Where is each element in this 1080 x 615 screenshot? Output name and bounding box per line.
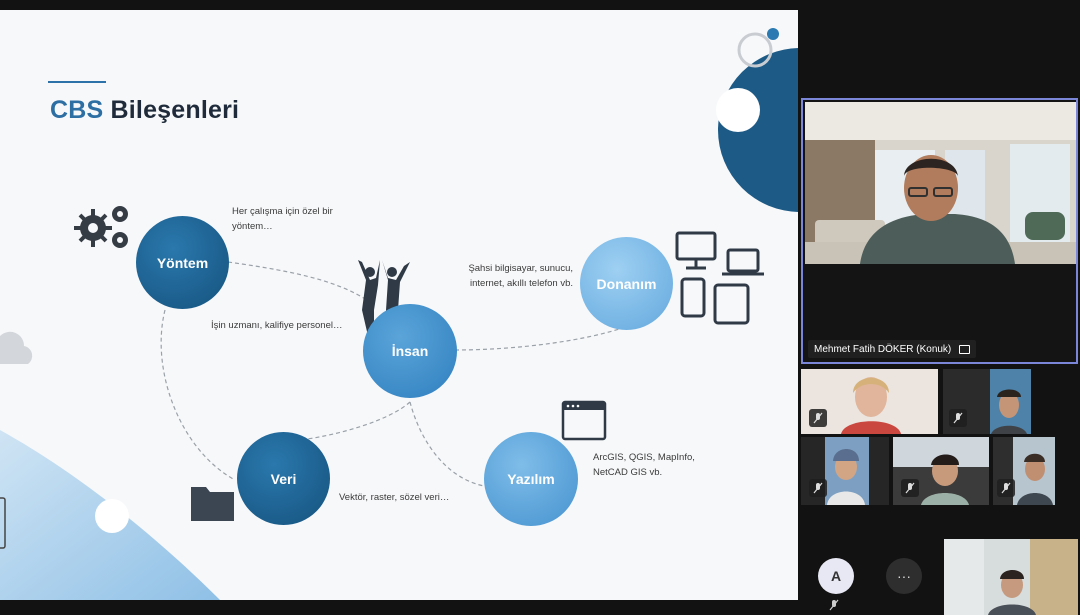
mic-muted-icon <box>997 479 1015 497</box>
node-yontem: Yöntem <box>136 216 229 309</box>
shared-slide: CBS Bileşenleri Yöntem İnsan Donanım Ver… <box>0 10 798 600</box>
mic-muted-icon <box>901 479 919 497</box>
node-donanim-label: Donanım <box>596 275 657 292</box>
participant-video-5 <box>993 437 1055 505</box>
participant-tile-1[interactable] <box>801 369 938 434</box>
mic-muted-icon <box>809 479 827 497</box>
mic-muted-icon <box>949 409 967 427</box>
slide-graphics <box>0 28 798 600</box>
note-yontem: Her çalışma için özel bir yöntem… <box>232 206 333 232</box>
title-rest: Bileşenleri <box>103 96 240 124</box>
node-donanim: Donanım <box>580 237 673 330</box>
title-rule <box>48 81 106 83</box>
participant-avatar[interactable]: A <box>818 558 854 594</box>
devices-icon <box>675 231 764 325</box>
presenter-video <box>805 102 1076 264</box>
node-veri: Veri <box>237 432 330 525</box>
note-insan: İşin uzmanı, kalifiye personel… <box>211 320 343 331</box>
note-yazilim: ArcGIS, QGIS, MapInfo, NetCAD GIS vb. <box>593 452 695 478</box>
title-accent: CBS <box>50 96 104 124</box>
self-view-video <box>944 539 1078 615</box>
participant-video-2 <box>943 369 1031 434</box>
note-veri: Vektör, raster, sözel veri… <box>339 492 450 503</box>
mic-muted-icon <box>809 409 827 427</box>
slide-title: CBS Bileşenleri <box>50 96 239 125</box>
node-veri-label: Veri <box>270 470 297 487</box>
presenter-name: Mehmet Fatih DÖKER (Konuk) <box>814 343 952 355</box>
screen-share-icon <box>959 344 971 354</box>
mic-muted-icon <box>827 598 841 612</box>
note-donanim: Şahsi bilgisayar, sunucu, internet, akıl… <box>468 263 573 289</box>
participant-tile-4[interactable] <box>893 437 989 505</box>
node-insan: İnsan <box>363 304 457 398</box>
browser-window-icon <box>561 400 607 441</box>
participant-tile-3[interactable] <box>801 437 889 505</box>
participant-tile-5[interactable] <box>993 437 1055 505</box>
participant-avatar-initial: A <box>830 568 842 584</box>
presenter-video-tile[interactable] <box>801 98 1078 364</box>
node-yazilim-label: Yazılım <box>507 471 555 487</box>
node-insan-label: İnsan <box>391 343 429 359</box>
node-yazilim: Yazılım <box>484 432 578 526</box>
self-view-tile[interactable] <box>944 539 1078 615</box>
node-yontem-label: Yöntem <box>156 254 209 271</box>
gears-icon <box>74 206 128 248</box>
more-participants-button[interactable]: ··· <box>886 558 922 594</box>
more-participants-label: ··· <box>897 568 911 584</box>
presenter-name-badge: Mehmet Fatih DÖKER (Konuk) <box>808 340 977 358</box>
participant-tile-2[interactable] <box>943 369 1031 434</box>
folder-icon <box>191 487 234 521</box>
